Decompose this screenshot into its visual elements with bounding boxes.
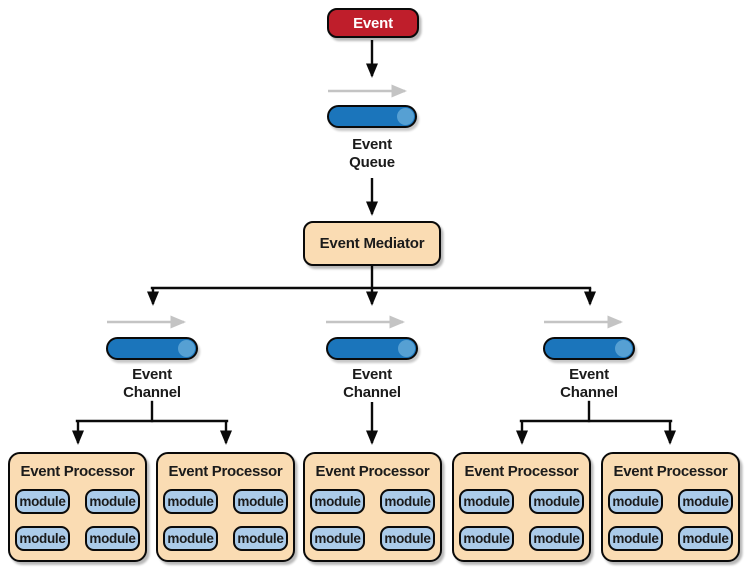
module-grid: module module module module [15, 489, 140, 551]
event-processor-box-2: Event Processor module module module mod… [156, 452, 295, 562]
module-pill: module [310, 489, 365, 514]
event-node-label: Event [353, 14, 393, 32]
event-channel-label-line2: Channel [343, 384, 401, 401]
event-processor-box-4: Event Processor module module module mod… [452, 452, 591, 562]
module-pill: module [310, 526, 365, 551]
event-queue-cylinder [327, 105, 417, 128]
event-processor-box-5: Event Processor module module module mod… [601, 452, 740, 562]
module-pill: module [163, 526, 218, 551]
event-node: Event [327, 8, 419, 38]
event-channel-label-2: Event Channel [332, 366, 412, 402]
module-pill: module [678, 526, 733, 551]
module-grid: module module module module [310, 489, 435, 551]
module-pill: module [678, 489, 733, 514]
event-processor-box-1: Event Processor module module module mod… [8, 452, 147, 562]
event-channel-cylinder-2 [326, 337, 418, 360]
event-channel-label-line2: Channel [560, 384, 618, 401]
event-channel-label-3: Event Channel [549, 366, 629, 402]
module-pill: module [459, 526, 514, 551]
event-channel-label-line1: Event [352, 366, 392, 383]
module-pill: module [15, 526, 70, 551]
event-channel-cylinder-1 [106, 337, 198, 360]
module-grid: module module module module [163, 489, 288, 551]
cylinder-cap [398, 340, 415, 357]
event-queue-label-line1: Event [352, 136, 392, 153]
event-channel-label-line1: Event [569, 366, 609, 383]
event-mediator-node: Event Mediator [303, 221, 441, 266]
module-pill: module [380, 526, 435, 551]
event-channel-label-line1: Event [132, 366, 172, 383]
module-pill: module [233, 526, 288, 551]
module-pill: module [529, 489, 584, 514]
module-pill: module [380, 489, 435, 514]
module-pill: module [163, 489, 218, 514]
module-pill: module [85, 526, 140, 551]
cylinder-cap [397, 108, 414, 125]
module-grid: module module module module [459, 489, 584, 551]
module-pill: module [233, 489, 288, 514]
event-processor-box-3: Event Processor module module module mod… [303, 452, 442, 562]
module-pill: module [608, 489, 663, 514]
event-mediator-label: Event Mediator [319, 235, 425, 252]
module-pill: module [15, 489, 70, 514]
event-processor-title: Event Processor [464, 463, 579, 480]
event-channel-label-line2: Channel [123, 384, 181, 401]
event-channel-label-1: Event Channel [112, 366, 192, 402]
module-pill: module [608, 526, 663, 551]
cylinder-cap [615, 340, 632, 357]
module-pill: module [85, 489, 140, 514]
module-pill: module [459, 489, 514, 514]
event-processor-title: Event Processor [315, 463, 430, 480]
event-queue-label-line2: Queue [349, 154, 395, 171]
event-processor-title: Event Processor [168, 463, 283, 480]
cylinder-cap [178, 340, 195, 357]
event-queue-label: Event Queue [332, 136, 412, 172]
module-grid: module module module module [608, 489, 733, 551]
event-channel-cylinder-3 [543, 337, 635, 360]
event-processor-title: Event Processor [20, 463, 135, 480]
module-pill: module [529, 526, 584, 551]
event-processor-title: Event Processor [613, 463, 728, 480]
